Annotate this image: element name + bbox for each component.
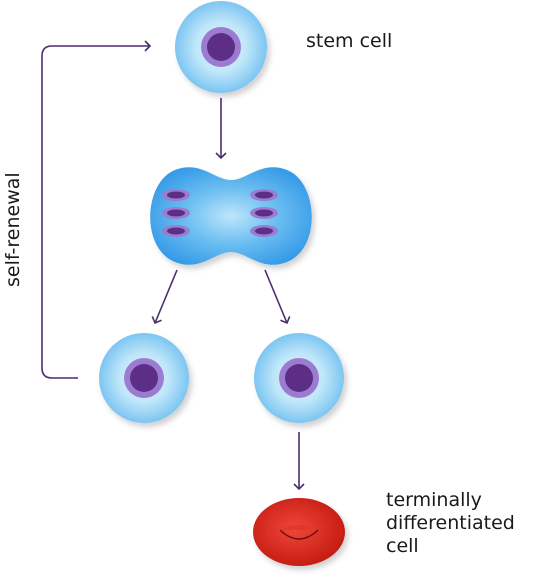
self-renewal-loop-arrow [41, 40, 152, 379]
arrow-to-left-daughter [151, 269, 178, 325]
label-terminal-line-2: differentiated [386, 511, 515, 534]
arrow-to-right-daughter [264, 269, 291, 325]
stem-cell [175, 1, 267, 93]
label-stem-cell: stem cell [306, 30, 393, 52]
daughter-cell-right [254, 333, 344, 423]
dividing-cell [150, 167, 312, 265]
daughter-stem-cell-left [99, 333, 189, 423]
label-terminal-line-1: terminally [386, 489, 482, 511]
terminal-red-cell [253, 498, 345, 566]
chromosome-set-left [162, 189, 190, 237]
label-terminal-cell: terminally differentiated cell [386, 489, 515, 557]
label-self-renewal: self-renewal [2, 172, 24, 287]
chromosome-set-right [250, 189, 278, 237]
label-terminal-line-3: cell [386, 534, 419, 557]
label-self-renewal-wrapper: self-renewal [2, 172, 26, 288]
